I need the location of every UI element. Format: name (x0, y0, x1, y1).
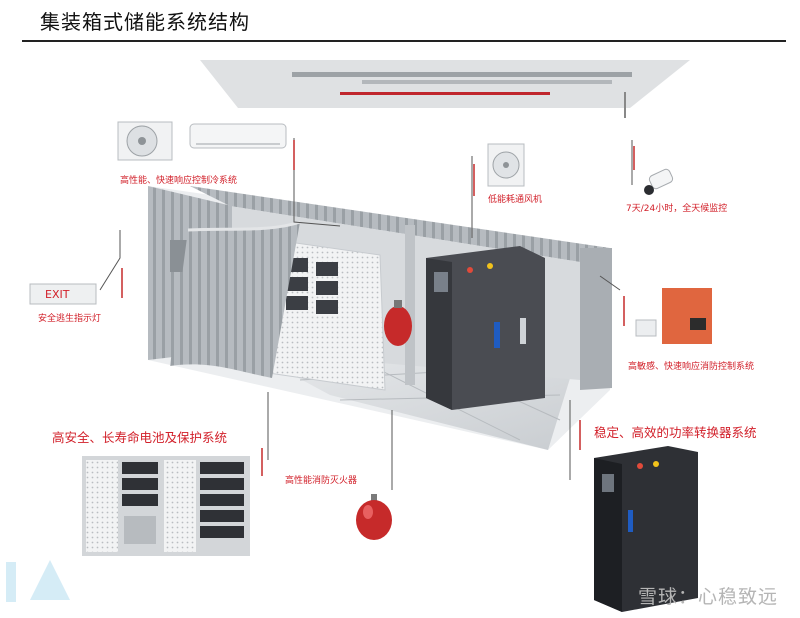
title-rule (22, 40, 786, 42)
ac-outdoor-unit (117, 121, 173, 161)
background-decoration (6, 560, 70, 602)
ventilation-fan (487, 143, 525, 187)
peeled-wall-panel (170, 220, 301, 378)
pcs-cabinet-in-container (426, 246, 545, 410)
ventilation-fan-label: 低能耗通风机 (488, 195, 543, 205)
container-diagram (6, 60, 712, 612)
watermark: 雪球：心稳致远 (637, 586, 778, 608)
battery-label: 高安全、长寿命电池及保护系统 (52, 430, 228, 445)
extinguisher-in-container (384, 300, 412, 346)
pcs-cabinet (594, 446, 698, 612)
pcs-label: 稳定、高效的功率转换器系统 (594, 425, 757, 440)
fire-control-panel (635, 288, 712, 344)
hvac-label: 高性能、快速响应控制冷系统 (120, 176, 238, 186)
ac-indoor-unit (189, 123, 287, 149)
exit-sign-label: 安全逃生指示灯 (38, 314, 102, 324)
fire-extinguisher (356, 494, 392, 540)
red-accent-marks (121, 140, 635, 476)
exit-sign (29, 283, 97, 305)
extinguisher-label: 高性能消防灭火器 (285, 476, 358, 486)
camera-label: 7天/24小时，全天候监控 (626, 204, 728, 214)
ceiling-panel (200, 60, 690, 118)
security-camera (644, 168, 674, 195)
fire-control-label: 高敏感、快速响应消防控制系统 (628, 362, 755, 372)
battery-cabinet (82, 456, 250, 556)
exit-sign-text: EXIT (45, 288, 70, 301)
page-title: 集装箱式储能系统结构 (40, 10, 250, 34)
